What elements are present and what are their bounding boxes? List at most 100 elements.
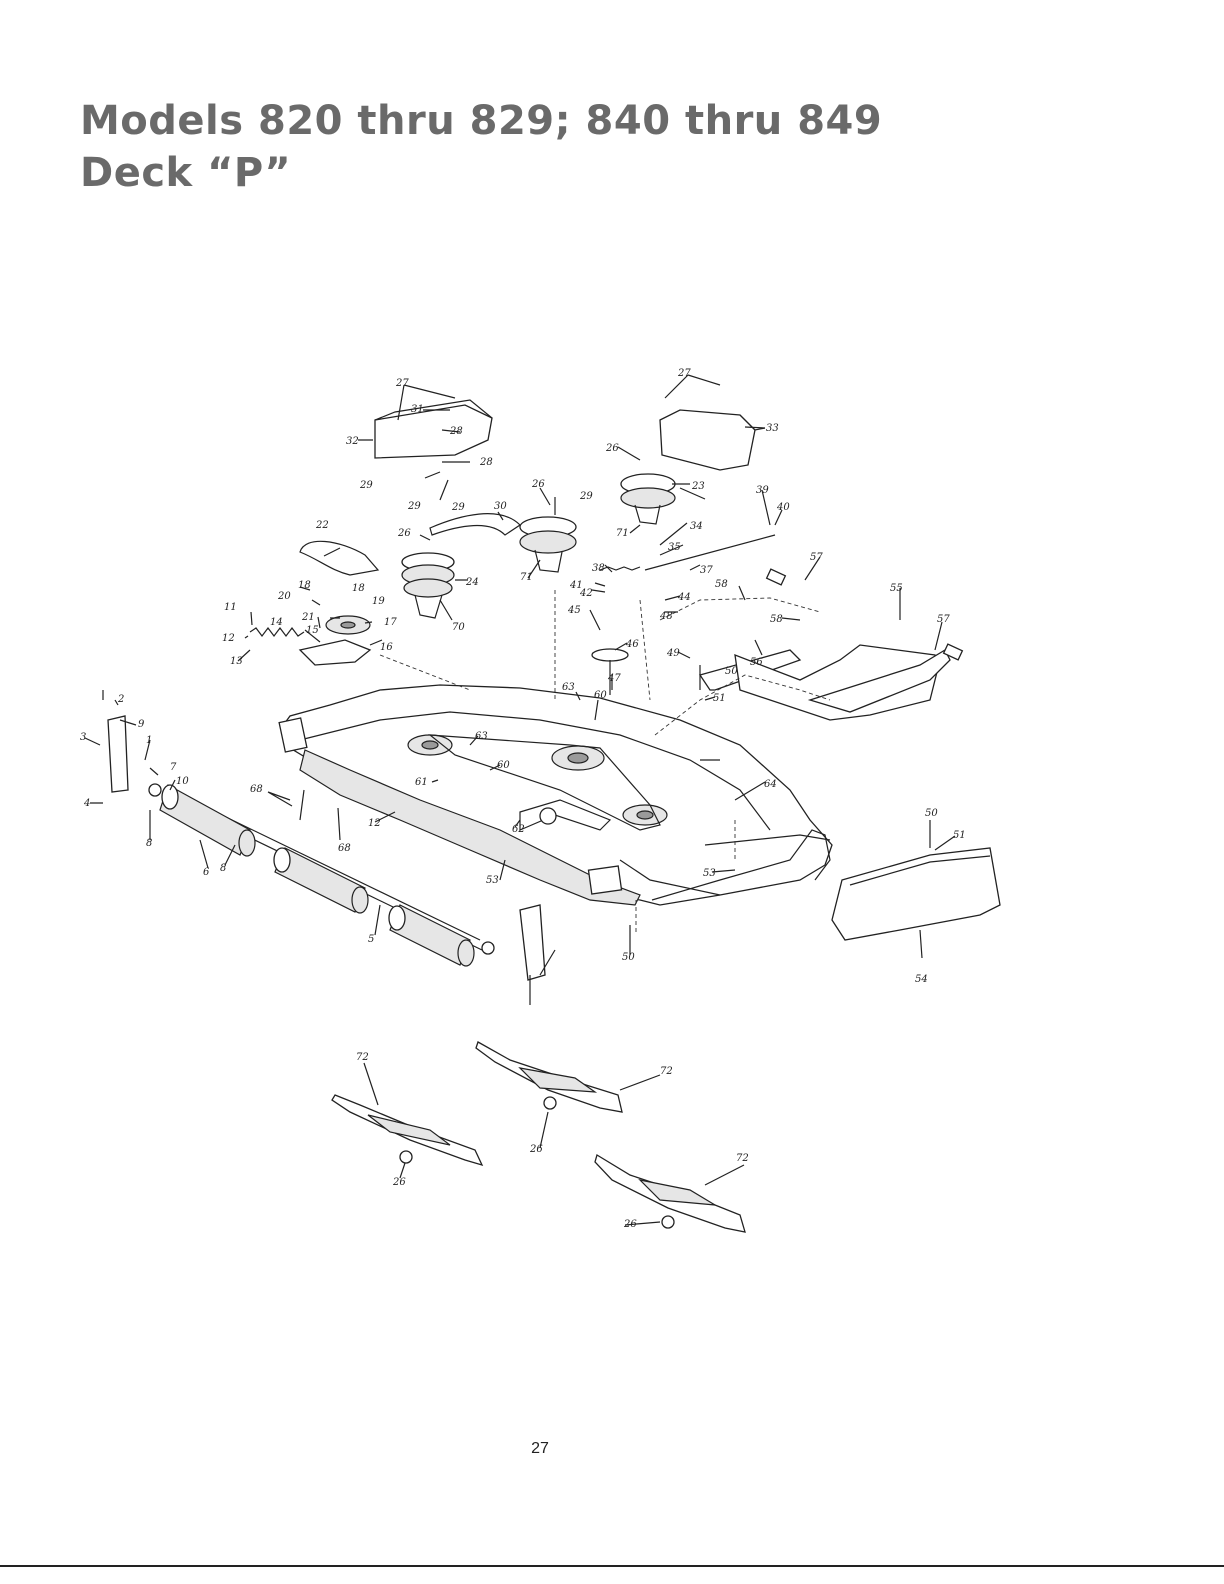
pulleys-and-belts [249, 473, 776, 695]
callout-26: 26 [397, 528, 411, 539]
leader-lines [84, 374, 956, 1226]
callout-70: 70 [452, 622, 465, 633]
callout-29: 29 [579, 491, 593, 502]
callout-72: 72 [660, 1066, 673, 1077]
callout-37: 37 [700, 565, 713, 576]
callout-57: 57 [810, 552, 823, 563]
callout-2: 2 [117, 694, 124, 705]
callout-24: 24 [465, 577, 479, 588]
callout-46: 46 [625, 639, 639, 650]
callout-63: 63 [475, 731, 488, 742]
callout-6: 6 [203, 867, 210, 878]
callout-12: 12 [222, 633, 235, 644]
callout-50: 50 [925, 808, 938, 819]
callout-16: 16 [380, 642, 393, 653]
callout-71: 71 [520, 572, 533, 583]
belt-covers [374, 399, 766, 471]
callout-4: 4 [83, 798, 90, 809]
callout-44: 44 [677, 592, 691, 603]
callout-58: 58 [770, 614, 783, 625]
callout-48: 48 [659, 611, 673, 622]
callout-50: 50 [725, 666, 738, 677]
callout-45: 45 [567, 605, 581, 616]
callout-63: 63 [562, 682, 575, 693]
callout-22: 22 [315, 520, 329, 531]
mower-blades [331, 1041, 746, 1233]
callout-14: 14 [270, 617, 283, 628]
callout-28: 28 [479, 457, 493, 468]
callout-12: 12 [368, 818, 381, 829]
callout-60: 60 [594, 690, 607, 701]
callout-17: 17 [384, 617, 397, 628]
callout-58: 58 [715, 579, 728, 590]
callout-8: 8 [220, 863, 226, 874]
callout-23: 23 [691, 481, 705, 492]
callout-40: 40 [776, 502, 790, 513]
callout-57: 57 [937, 614, 950, 625]
callout-32: 32 [346, 436, 359, 447]
callout-5: 5 [368, 934, 374, 945]
callout-19: 19 [372, 596, 385, 607]
callout-29: 29 [451, 502, 465, 513]
callout-64: 64 [764, 779, 777, 790]
callout-71: 71 [616, 528, 629, 539]
callout-61: 61 [415, 777, 428, 788]
bottom-rule [0, 1565, 1224, 1567]
callout-3: 3 [80, 732, 86, 743]
callout-30: 30 [494, 501, 507, 512]
callout-10: 10 [176, 776, 189, 787]
callout-7: 7 [170, 762, 177, 773]
callout-51: 51 [713, 693, 726, 704]
callout-13: 13 [230, 656, 243, 667]
callout-15: 15 [306, 625, 319, 636]
callout-34: 34 [690, 521, 703, 532]
callout-31: 31 [411, 404, 424, 415]
callout-35: 35 [668, 542, 681, 553]
callout-26: 26 [531, 479, 545, 490]
deck-skirt [831, 847, 1001, 941]
callout-39: 39 [756, 485, 769, 496]
page-number: 27 [531, 1440, 549, 1457]
callout-51: 51 [953, 830, 966, 841]
callout-29: 29 [407, 501, 421, 512]
callout-26: 26 [623, 1219, 637, 1230]
callout-28: 28 [449, 426, 463, 437]
callout-18: 18 [352, 583, 365, 594]
lift-linkage [654, 568, 964, 736]
callout-60: 60 [497, 760, 510, 771]
callout-55: 55 [890, 583, 903, 594]
callout-47: 47 [607, 673, 621, 684]
callout-33: 33 [766, 423, 779, 434]
callout-68: 68 [338, 843, 351, 854]
callout-27: 27 [677, 368, 691, 379]
callout-42: 42 [579, 588, 593, 599]
callout-41: 41 [569, 580, 583, 591]
callout-72: 72 [356, 1052, 369, 1063]
callout-72: 72 [736, 1153, 749, 1164]
callout-20: 20 [277, 591, 291, 602]
callout-1: 1 [146, 735, 152, 746]
callout-18: 18 [298, 580, 311, 591]
callout-29: 29 [359, 480, 373, 491]
callout-9: 9 [138, 719, 145, 730]
part-labels: 27 31 28 32 28 29 29 29 27 33 26 23 26 2… [80, 368, 966, 1230]
callout-27: 27 [395, 378, 409, 389]
callout-49: 49 [666, 648, 680, 659]
callout-62: 62 [512, 824, 525, 835]
callout-53: 53 [486, 875, 499, 886]
callout-26: 26 [392, 1177, 406, 1188]
page-subtitle: Deck “P” [80, 150, 292, 196]
callout-38: 38 [592, 563, 605, 574]
callout-26: 26 [529, 1144, 543, 1155]
callout-26: 26 [605, 443, 619, 454]
callout-8: 8 [146, 838, 152, 849]
callout-21: 21 [301, 612, 315, 623]
callout-68: 68 [250, 784, 263, 795]
callout-54: 54 [915, 974, 928, 985]
deck-housing [278, 684, 833, 906]
roller-assembly [102, 690, 546, 1005]
callout-50: 50 [622, 952, 635, 963]
callout-53: 53 [703, 868, 716, 879]
callout-11: 11 [224, 602, 237, 613]
callout-56: 56 [750, 657, 763, 668]
